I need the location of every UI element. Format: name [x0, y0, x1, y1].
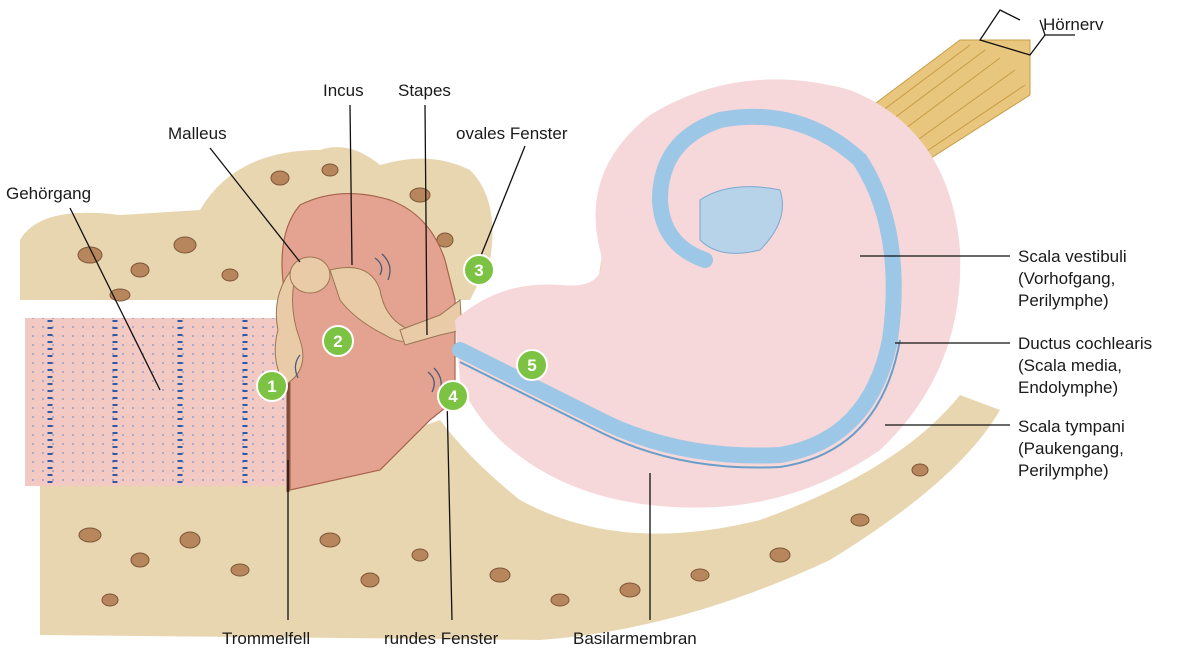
label-scala-vestibuli-2: (Vorhofgang, — [1018, 269, 1115, 288]
label-scala-vestibuli-3: Perilymphe) — [1018, 291, 1109, 310]
label-basilarmembran: Basilarmembran — [573, 629, 697, 648]
scala-vestibuli — [455, 79, 960, 507]
label-malleus: Malleus — [168, 124, 227, 143]
label-scala-vestibuli-1: Scala vestibuli — [1018, 247, 1127, 266]
label-ductus-cochlearis-1: Ductus cochlearis — [1018, 334, 1152, 353]
label-ovales-fenster: ovales Fenster — [456, 124, 568, 143]
label-stapes: Stapes — [398, 81, 451, 100]
marker-3-number: 3 — [474, 261, 483, 280]
ear-canal-dots — [25, 318, 293, 486]
marker-5: 5 — [517, 350, 547, 380]
marker-2-number: 2 — [333, 332, 342, 351]
label-incus: Incus — [323, 81, 364, 100]
label-trommelfell: Trommelfell — [222, 629, 310, 648]
marker-5-number: 5 — [527, 356, 536, 375]
marker-3: 3 — [464, 255, 494, 285]
label-ductus-cochlearis-2: (Scala media, — [1018, 356, 1122, 375]
label-scala-tympani-1: Scala tympani — [1018, 417, 1125, 436]
label-scala-tympani-3: Perilymphe) — [1018, 461, 1109, 480]
label-ductus-cochlearis-3: Endolymphe) — [1018, 378, 1118, 397]
marker-4: 4 — [438, 381, 468, 411]
label-gehoergang: Gehörgang — [6, 184, 91, 203]
marker-2: 2 — [323, 326, 353, 356]
marker-1: 1 — [257, 371, 287, 401]
marker-1-number: 1 — [267, 377, 276, 396]
label-scala-tympani-2: (Paukengang, — [1018, 439, 1124, 458]
malleus-head — [290, 257, 330, 293]
marker-4-number: 4 — [448, 387, 458, 406]
label-rundes-fenster: rundes Fenster — [384, 629, 499, 648]
label-hoernerv: Hörnerv — [1043, 15, 1104, 34]
